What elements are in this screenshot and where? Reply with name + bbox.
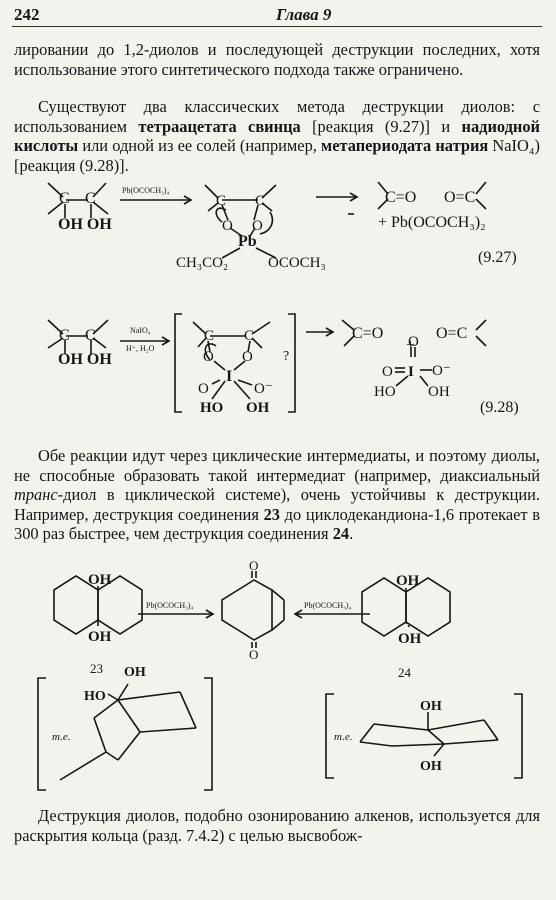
reagent-label: H⁺, H₂O [126,344,155,353]
text-span: NaIO₄) [реакция (9.28)]. [14,136,540,175]
iodine-label: I [408,364,414,380]
text-span: до циклодекандиона-1,6 протекает в 300 р… [14,504,541,544]
equation-number: (9.28) [480,399,519,416]
oxygen-label: O [242,349,253,365]
page-number: 242 [14,5,40,24]
conformation-label: т.е. [334,731,352,743]
carbon-label: C [85,327,96,344]
carbon-label: C [59,327,70,344]
paragraph-cyclic-intermediates: Обе реакции идут через циклические интер… [14,446,540,544]
carbon-label: C [85,190,96,207]
oxygen-label: O [198,381,209,397]
acetate-label: OCOCH₃ [268,255,326,271]
oxygen-label: O [252,218,263,234]
paragraph-methods: Существуют два классических метода дестр… [14,97,540,175]
oh-pair-label: OH OH [58,216,112,233]
carbon-label: C [255,193,265,209]
compound-number-23: 23 [90,661,103,676]
byproduct-label: + Pb(OCOCH₃)₂ [378,214,486,231]
oh-label: OH [124,665,146,680]
hydroxyl-label: HO [200,400,223,416]
hydroxyl-label: OH [246,400,270,416]
carbon-label: C [59,190,70,207]
product-carbonyl: C=O [385,189,416,206]
hydroxyl-label: OH [428,384,450,400]
text-span: Существуют два классических метода дестр… [14,97,540,136]
header-rule [12,26,542,27]
carbon-label: C [204,328,214,344]
product-carbonyl: O=C [444,189,475,206]
oxygen-label: O [382,364,393,380]
equation-number: (9.27) [478,249,517,266]
text-span: Обе реакции идут через циклические интер… [14,446,540,485]
ketone-oxygen: O [249,647,258,662]
carbon-label: C [216,193,226,209]
carbon-label: C [244,328,254,344]
compound-ref-24: 24 [332,524,350,544]
oxygen-label: O⁻ [432,363,451,379]
reagent-label: Pb(OCOCH₃)₄ [122,186,170,195]
paragraph-ring-opening: Деструкция диолов, подобно озонированию … [14,806,540,845]
chapter-title: Глава 9 [276,5,332,24]
term-sodium-metaperiodate: метапериодата натрия [321,136,489,156]
oh-label: OH [396,573,420,589]
oh-pair-label: OH OH [58,351,112,368]
compound-ref-23: 23 [263,504,280,524]
text-span: [реакция (9.27)] и [300,116,462,136]
oh-label: OH [88,572,112,588]
oh-label: OH [420,699,442,714]
compound-number-24: 24 [398,665,412,680]
product-carbonyl: O=C [436,325,467,342]
oh-label: OH [88,629,112,645]
plus-sign: + [406,337,415,354]
term-periodic-acid: надиодной кислоты [14,116,540,156]
oh-label: OH [420,759,442,774]
oh-label: OH [398,631,422,647]
running-header: 242 Глава 9 [14,5,542,25]
paragraph-intro: лировании до 1,2-диолов и последующей де… [14,40,540,79]
question-mark: ? [283,349,289,364]
product-carbonyl: C=O [352,325,383,342]
text-span: или одной из ее солей (например, [78,136,322,156]
oxygen-label: O [408,334,419,350]
reagent-label: NaIO₄ [130,326,151,335]
reagent-label: Pb(OCOCH₃)₄ [304,601,352,610]
oxygen-label: O⁻ [254,381,273,397]
text-span: -диол в циклической системе), очень усто… [14,485,540,524]
italic-trans: транс [14,485,58,505]
lead-label: Pb [238,233,257,250]
conformation-label: т.е. [52,731,70,743]
ketone-oxygen: O [249,558,258,573]
term-lead-tetraacetate: тетраацетата свинца [138,116,301,136]
hydroxyl-label: HO [374,384,396,400]
oxygen-label: O [222,218,233,234]
ho-label: HO [84,689,106,704]
iodine-label: I [226,368,232,385]
reagent-label: Pb(OCOCH₃)₄ [146,601,194,610]
oxygen-label: O [203,349,214,365]
text-span: . [349,524,354,544]
acetate-label: CH₃CO₂ [176,255,228,271]
